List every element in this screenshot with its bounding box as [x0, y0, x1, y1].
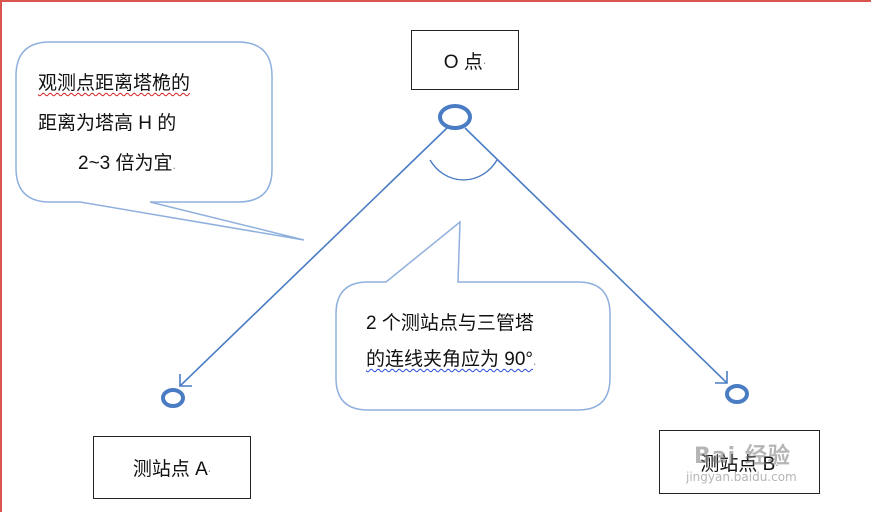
- callout1-line-3-text: 2~3 倍为宜: [78, 153, 173, 174]
- label-b: 测站点 B: [700, 453, 776, 475]
- callout1-line-1: 观测点距离塔桅的: [38, 64, 258, 104]
- callout1-line-2: 距离为塔高 H 的: [38, 104, 258, 144]
- paragraph-mark: .: [207, 460, 212, 475]
- callout-text-1: 观测点距离塔桅的 距离为塔高 H 的 2~3 倍为宜.: [38, 64, 258, 185]
- paragraph-mark: .: [172, 158, 176, 172]
- label-box-o: O 点.: [411, 30, 519, 90]
- label-box-b: 测站点 B.: [659, 430, 820, 494]
- callout2-line-1-text: 2 个测站点与三管塔: [366, 313, 534, 334]
- angle-arc: [429, 159, 498, 181]
- label-box-a: 测站点 A.: [93, 436, 251, 499]
- callout2-line-2: 的连线夹角应为 90°.: [366, 342, 606, 379]
- line-o-to-b: [464, 127, 728, 384]
- callout-bubble-1: [15, 41, 305, 241]
- label-a: 测站点 A: [132, 459, 208, 480]
- paragraph-mark: .: [775, 455, 779, 469]
- page-border-left: [0, 0, 2, 512]
- node-a-icon: [161, 388, 185, 408]
- callout1-line-2-text: 距离为塔高 H 的: [38, 113, 177, 134]
- arrowhead-a: [179, 374, 192, 387]
- line-o-to-a: [179, 127, 448, 387]
- callout-bubble-2: [335, 220, 611, 411]
- page-border-top: [0, 0, 871, 2]
- callout2-line-2-text: 的连线夹角应为 90°: [366, 349, 534, 370]
- paragraph-mark: .: [533, 354, 537, 368]
- node-b-icon: [725, 384, 749, 404]
- callout-text-2: 2 个测站点与三管塔 的连线夹角应为 90°.: [366, 306, 606, 379]
- callout1-line-3: 2~3 倍为宜.: [38, 144, 258, 185]
- node-o-icon: [438, 104, 472, 130]
- paragraph-mark: .: [482, 53, 487, 67]
- arrowhead-b: [715, 371, 728, 384]
- callout1-line-1-text: 观测点距离塔桅的: [38, 73, 191, 94]
- label-o: O 点: [443, 51, 483, 73]
- callout2-line-1: 2 个测站点与三管塔: [366, 306, 606, 342]
